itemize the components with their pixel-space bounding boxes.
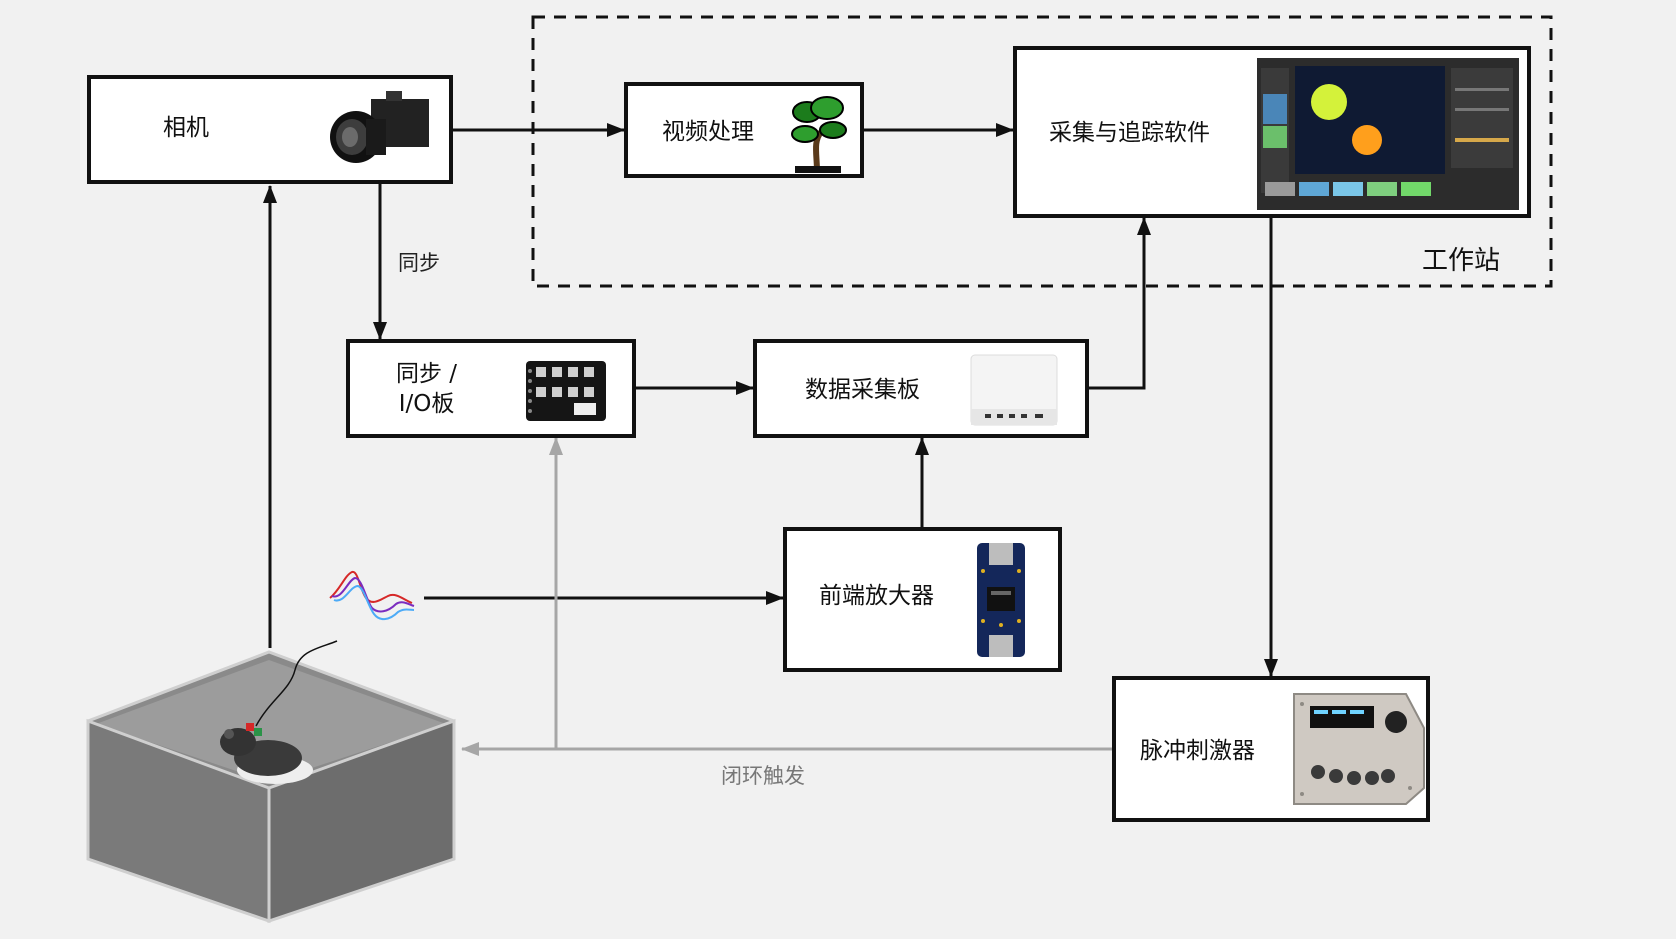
daq-board-box: 数据采集板 [753,339,1089,438]
video-processing-label: 视频处理 [662,119,754,145]
sync-io-board-box: 同步 / I/O板 [346,339,636,438]
video-processing-box: 视频处理 [624,82,864,178]
acquisition-software-box: 采集与追踪软件 [1013,46,1531,218]
sync-io-board-label: 同步 / I/O板 [396,361,458,417]
headstage-label: 前端放大器 [819,583,934,609]
workstation-region [531,15,1553,288]
camera-box: 相机 [87,75,453,184]
workstation-label: 工作站 [1422,246,1501,276]
io-board-icon [526,361,606,421]
daq-box-icon [970,354,1058,426]
headstage-pcb-icon [977,543,1025,657]
daq-board-label: 数据采集板 [805,377,920,403]
headstage-box: 前端放大器 [783,527,1062,672]
closed-loop-edge-label: 闭环触发 [721,764,805,788]
sync-edge-label: 同步 [398,251,440,275]
camera-label: 相机 [163,115,209,141]
pulse-stimulator-label: 脉冲刺激器 [1140,738,1255,764]
acquisition-software-label: 采集与追踪软件 [1049,120,1210,146]
edge-daq-to-software [1089,217,1151,390]
pulse-stimulator-box: 脉冲刺激器 [1112,676,1430,822]
arena-box-with-rat-icon [86,640,456,924]
camera-icon [330,91,429,163]
stimulator-device-icon [1293,693,1425,805]
bonsai-tree-icon [791,96,847,173]
neural-waveform-icon [329,570,415,620]
software-screenshot-icon [1257,58,1519,210]
